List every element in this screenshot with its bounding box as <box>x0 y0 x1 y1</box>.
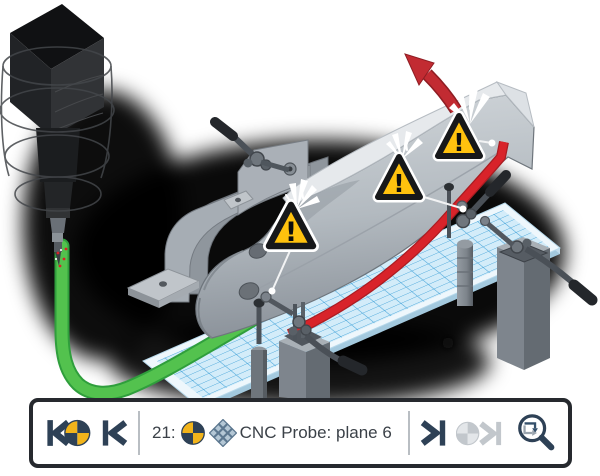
toolpath-collision <box>286 141 509 339</box>
fixture-base-flange <box>126 268 201 308</box>
skip-forward-datum-disabled-icon <box>455 420 501 446</box>
step-forward-datum-button[interactable] <box>455 418 506 449</box>
warning-exclamation: ! <box>285 217 297 248</box>
toolbar-divider <box>138 411 140 455</box>
spindle-head <box>0 4 115 268</box>
warning-triangle[interactable]: ! <box>372 151 426 203</box>
step-forward-button[interactable] <box>420 417 447 449</box>
toggle-clamp-lower-left <box>253 291 368 376</box>
datum-target-icon <box>180 421 205 445</box>
warning-triangle[interactable]: ! <box>263 199 319 252</box>
shadow-spot <box>442 337 454 349</box>
zoom-toolpath-segment-button[interactable] <box>515 412 557 454</box>
support-post-left <box>251 346 267 400</box>
support-post-right <box>457 239 473 306</box>
spindle-wire-cage <box>0 46 115 212</box>
warning-exclamation: ! <box>393 169 404 198</box>
bumper-hole <box>238 282 260 300</box>
probe-tip <box>55 252 61 266</box>
collision-point-dot <box>459 205 467 213</box>
skip-to-start-datum-icon <box>47 419 91 447</box>
probe-mesh-icon <box>208 419 237 447</box>
probe-holder <box>50 218 66 233</box>
toggle-clamp-lower-right <box>479 215 598 306</box>
probe-contact-sparks <box>54 247 68 268</box>
toolbar-divider <box>407 411 410 455</box>
collision-point-dot <box>268 287 276 295</box>
skip-back-icon <box>102 420 128 446</box>
magnifier-toolpath-icon <box>517 414 555 451</box>
warning-exclamation: ! <box>453 128 464 157</box>
bumper-end-cap <box>495 80 535 128</box>
toggle-clamp-top <box>210 117 290 173</box>
step-back-button[interactable] <box>101 417 128 449</box>
operation-label: CNC Probe: plane 6 <box>239 423 392 442</box>
skip-forward-icon <box>420 420 445 446</box>
warning-triangle[interactable]: ! <box>432 110 486 162</box>
jump-to-start-button[interactable] <box>46 417 92 449</box>
operation-step-number: 21: <box>152 423 176 442</box>
retract-arrow <box>404 53 462 114</box>
collision-point-dot <box>488 139 496 147</box>
simulation-toolbar: 21: CNC Probe: plane 6 <box>29 398 572 468</box>
